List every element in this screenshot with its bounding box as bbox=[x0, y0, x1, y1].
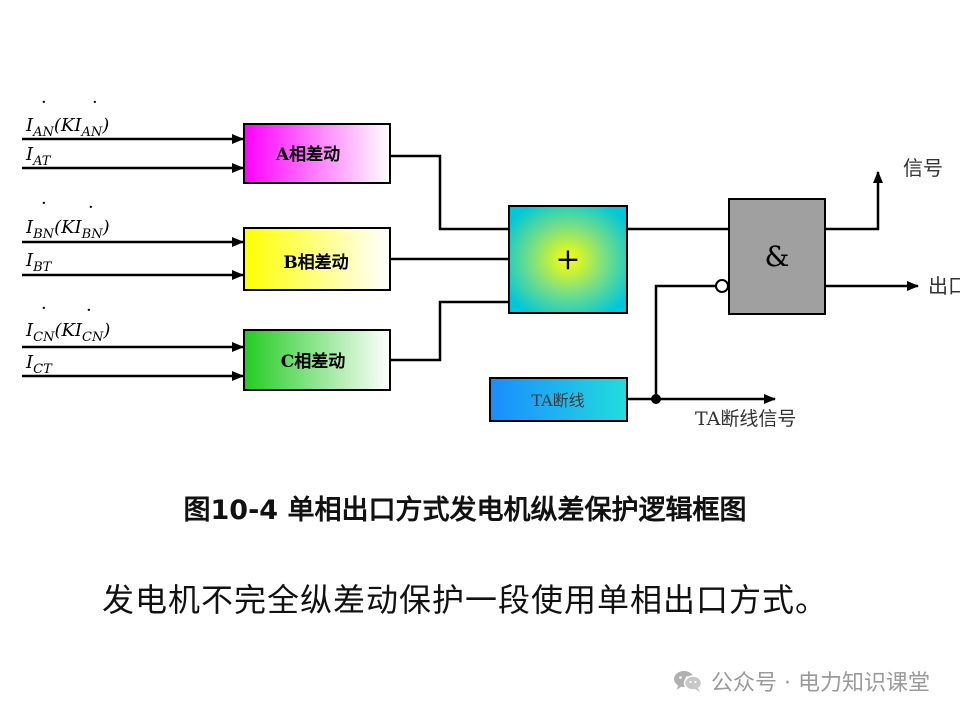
ta-break-label: TA断线 bbox=[531, 391, 584, 410]
c-phase-diff-block bbox=[243, 329, 391, 391]
or-gate-block bbox=[508, 205, 628, 314]
input-label-bn: IBN(KIBN) bbox=[25, 217, 110, 242]
wire-c-to-or bbox=[390, 300, 509, 362]
junction-dot bbox=[651, 394, 661, 404]
and-gate-inverter-bubble bbox=[715, 279, 729, 293]
input-dot-mark: · bbox=[41, 92, 47, 113]
input-label-bt: IBT bbox=[25, 250, 53, 275]
figure-caption: 图10-4 单相出口方式发电机纵差保护逻辑框图 bbox=[183, 495, 747, 526]
and-gate-symbol: & bbox=[765, 240, 790, 273]
input-dot-mark: · bbox=[88, 197, 94, 218]
wire-ta-to-and-inhibit bbox=[654, 284, 716, 399]
c-phase-diff-label: C相差动 bbox=[281, 351, 346, 372]
wire-a-to-or bbox=[390, 154, 509, 231]
a-phase-diff-label: A相差动 bbox=[275, 144, 340, 165]
input-dot-mark: · bbox=[86, 300, 92, 321]
watermark-text: 公众号 · 电力知识课堂 bbox=[711, 671, 930, 696]
input-dot-mark: · bbox=[92, 92, 98, 113]
output-trip-label: 出口 bbox=[928, 274, 960, 298]
watermark: 公众号 · 电力知识课堂 bbox=[673, 665, 930, 697]
a-phase-diff-block bbox=[243, 123, 391, 184]
b-phase-diff-block bbox=[243, 227, 391, 291]
input-label-ct: ICT bbox=[25, 352, 53, 377]
input-dot-mark: · bbox=[41, 193, 47, 214]
ta-break-block bbox=[489, 377, 628, 422]
input-dot-mark: · bbox=[41, 298, 47, 319]
output-ta-signal-label: TA断线信号 bbox=[695, 408, 796, 430]
input-label-cn: ICN(KICN) bbox=[25, 320, 110, 345]
and-gate-block bbox=[728, 198, 826, 315]
input-label-an: IAN(KIAN) bbox=[25, 115, 109, 140]
input-label-at: IAT bbox=[25, 144, 52, 169]
or-gate-symbol: + bbox=[555, 242, 580, 277]
subtitle-text: 发电机不完全纵差动保护一段使用单相出口方式。 bbox=[101, 581, 828, 619]
wechat-icon bbox=[674, 671, 703, 692]
wire-signal-output bbox=[825, 171, 883, 231]
output-signal-label: 信号 bbox=[903, 156, 943, 180]
b-phase-diff-label: B相差动 bbox=[283, 252, 348, 273]
